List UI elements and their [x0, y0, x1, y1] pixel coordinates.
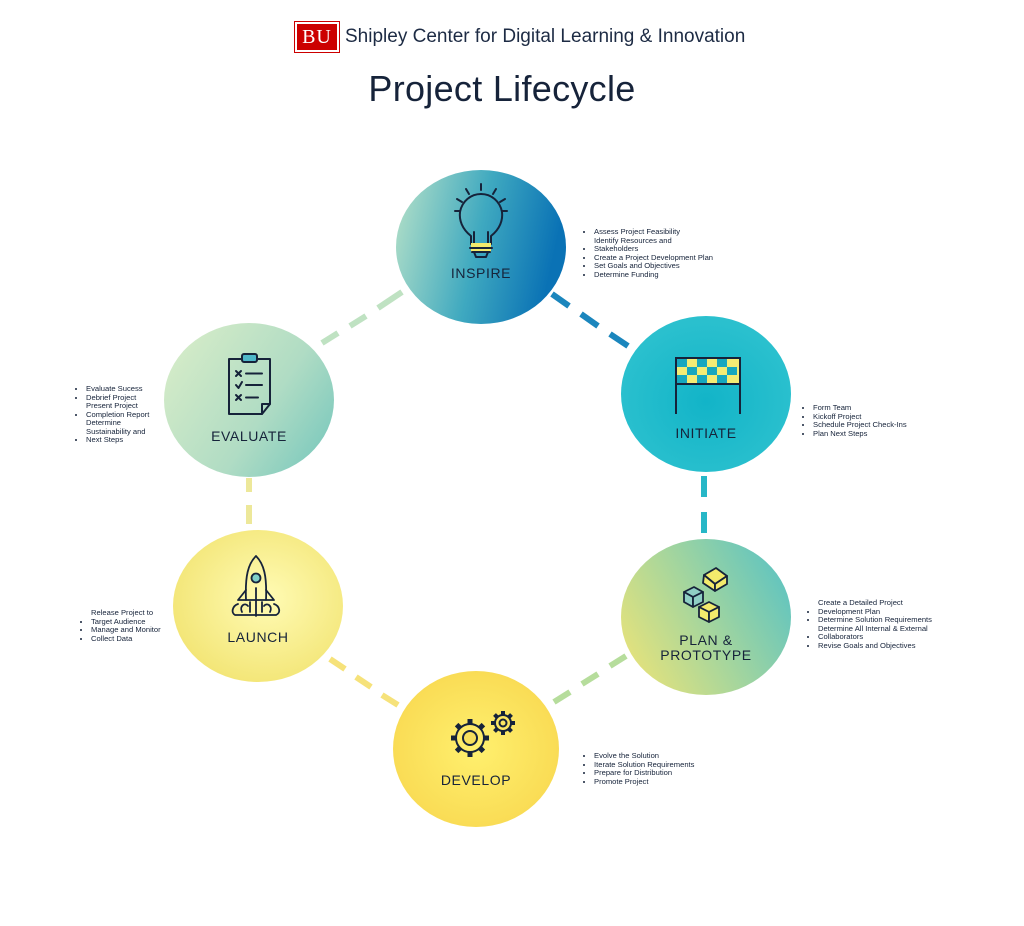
connector-inspire-initiate	[550, 291, 630, 349]
list-item: Kickoff Project	[813, 412, 933, 422]
connector-develop-launch	[328, 656, 400, 708]
list-item: Evolve the Solution	[594, 751, 724, 761]
evaluate-task-list: Evaluate Sucess Debrief Project Present …	[76, 384, 171, 445]
checklist-clipboard-icon	[228, 353, 271, 415]
plan-label-line2: PROTOTYPE	[660, 647, 752, 663]
initiate-label: INITIATE	[675, 425, 737, 441]
list-item: Create a Project Development Plan	[594, 253, 729, 263]
list-item: Create a Detailed Project Development Pl…	[818, 598, 948, 616]
gears-icon	[451, 711, 515, 757]
develop-label: DEVELOP	[440, 772, 512, 788]
checkered-banner-icon	[675, 357, 741, 414]
list-item: Set Goals and Objectives	[594, 261, 729, 271]
list-item: Evaluate Sucess	[86, 384, 171, 394]
inspire-task-list: Assess Project Feasibility Identify Reso…	[584, 227, 729, 280]
develop-task-list: Evolve the Solution Iterate Solution Req…	[584, 751, 724, 787]
list-item: Determine Funding	[594, 270, 729, 280]
org-name: Shipley Center for Digital Learning & In…	[345, 26, 746, 47]
initiate-task-list: Form Team Kickoff Project Schedule Proje…	[803, 403, 933, 439]
rocket-icon	[231, 555, 281, 617]
initiate-circle	[621, 316, 791, 472]
plan-task-list: Create a Detailed Project Development Pl…	[808, 598, 948, 651]
list-item: Release Project to Target Audience	[91, 608, 186, 626]
list-item: Manage and Monitor	[91, 625, 186, 635]
list-item: Form Team	[813, 403, 933, 413]
list-item: Determine All Internal & External Collab…	[818, 624, 948, 642]
list-item: Debrief Project	[86, 393, 171, 403]
inspire-label: INSPIRE	[450, 265, 512, 281]
header: BU Shipley Center for Digital Learning &…	[0, 20, 1024, 54]
launch-label: LAUNCH	[227, 629, 289, 645]
plan-label-line1: PLAN &	[679, 632, 733, 648]
evaluate-label: EVALUATE	[211, 428, 287, 444]
list-item: Promote Project	[594, 777, 724, 787]
cubes-icon	[683, 567, 728, 623]
list-item: Present Project Completion Report	[86, 401, 171, 419]
list-item: Prepare for Distribution	[594, 768, 724, 778]
bu-logo: BU	[294, 21, 340, 53]
launch-circle	[173, 530, 343, 682]
connector-evaluate-inspire	[320, 289, 404, 346]
list-item: Determine Sustainability and Next Steps	[86, 418, 171, 445]
list-item: Assess Project Feasibility	[594, 227, 729, 237]
list-item: Identify Resources and Stakeholders	[594, 236, 729, 254]
list-item: Plan Next Steps	[813, 429, 933, 439]
develop-circle	[393, 671, 559, 827]
list-item: Determine Solution Requirements	[818, 615, 948, 625]
evaluate-circle	[164, 323, 334, 477]
launch-task-list: Release Project to Target Audience Manag…	[81, 608, 186, 644]
list-item: Iterate Solution Requirements	[594, 760, 724, 770]
list-item: Schedule Project Check-Ins	[813, 420, 933, 430]
list-item: Revise Goals and Objectives	[818, 641, 948, 651]
lightbulb-icon	[454, 183, 508, 258]
connector-plan-develop	[552, 653, 628, 705]
list-item: Collect Data	[91, 634, 186, 644]
page-title: Project Lifecycle	[368, 68, 636, 109]
